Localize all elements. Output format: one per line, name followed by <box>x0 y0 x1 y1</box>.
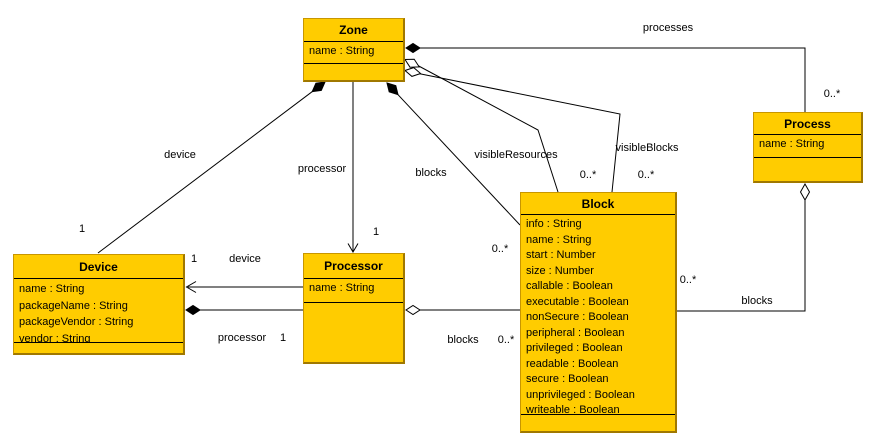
multiplicity-process-blocks: 0..* <box>679 274 697 286</box>
class-processor-operations-empty <box>304 302 403 362</box>
association-device-processor <box>185 304 303 316</box>
attribute: size : Number <box>526 264 594 277</box>
label-zone-device: device <box>164 149 196 161</box>
class-block-title: Block <box>581 196 615 211</box>
multiplicity-processor-device: 1 <box>190 253 198 265</box>
attribute: name : String <box>19 283 85 295</box>
attribute: vendor : String <box>19 332 91 343</box>
open-arrow-icon <box>347 243 359 253</box>
class-block-operations-empty <box>521 414 675 431</box>
label-device-processor: processor <box>217 332 267 344</box>
class-zone[interactable]: Zone name : String <box>303 18 405 82</box>
aggregation-diamond-icon <box>404 58 421 68</box>
association-zone-processes <box>405 42 806 112</box>
label-zone-visibleresources: visibleResources <box>474 149 558 161</box>
multiplicity-zone-processor: 1 <box>372 226 380 238</box>
class-device-title: Device <box>79 259 118 274</box>
label-zone-visibleblocks: visibleBlocks <box>615 142 679 154</box>
multiplicity-device-processor: 1 <box>279 332 287 344</box>
class-processor-title: Processor <box>324 259 383 273</box>
open-arrow-icon <box>185 281 197 293</box>
class-block-attributes: info : String name : String start : Numb… <box>521 214 675 414</box>
class-device-attributes: name : String packageName : String packa… <box>14 278 183 342</box>
class-processor[interactable]: Processor name : String <box>303 253 405 364</box>
class-process-operations-empty <box>754 157 861 181</box>
composition-diamond-icon <box>185 304 201 316</box>
multiplicity-zone-blocks: 0..* <box>491 243 509 255</box>
attribute: packageName : String <box>19 299 128 312</box>
attribute: readable : Boolean <box>526 357 619 370</box>
attribute: info : String <box>526 218 582 230</box>
class-zone-operations-empty <box>304 63 403 80</box>
attribute: packageVendor : String <box>19 316 134 328</box>
label-zone-processes: processes <box>642 22 694 34</box>
label-processor-blocks: blocks <box>447 334 479 346</box>
class-zone-attributes: name : String <box>304 41 403 63</box>
composition-diamond-icon <box>405 42 421 54</box>
association-process-blocks <box>677 182 811 312</box>
association-zone-processor <box>347 82 359 253</box>
label-process-blocks: blocks <box>741 295 773 307</box>
attribute: peripheral : Boolean <box>526 326 625 339</box>
attribute: name : String <box>526 233 592 246</box>
association-processor-device <box>185 281 303 293</box>
label-processor-device: device <box>229 253 261 265</box>
aggregation-diamond-icon <box>404 67 422 77</box>
attribute: nonSecure : Boolean <box>526 311 629 323</box>
class-process[interactable]: Process name : String <box>753 112 863 183</box>
label-zone-blocks: blocks <box>415 167 447 179</box>
class-processor-attributes: name : String <box>304 278 403 302</box>
class-device[interactable]: Device name : String packageName : Strin… <box>13 254 185 355</box>
multiplicity-zone-visibleresources: 0..* <box>579 169 597 181</box>
composition-diamond-icon <box>311 81 326 93</box>
attribute: name : String <box>759 138 825 150</box>
aggregation-diamond-icon <box>405 304 421 316</box>
attribute: start : Number <box>526 249 596 261</box>
attribute: secure : Boolean <box>526 373 609 385</box>
attribute: callable : Boolean <box>526 280 613 292</box>
multiplicity-zone-device: 1 <box>78 223 86 235</box>
multiplicity-processor-blocks: 0..* <box>497 334 515 346</box>
attribute: privileged : Boolean <box>526 342 623 354</box>
label-zone-processor: processor <box>297 163 347 175</box>
attribute: name : String <box>309 282 375 294</box>
class-process-attributes: name : String <box>754 134 861 157</box>
attribute: executable : Boolean <box>526 295 629 308</box>
aggregation-diamond-icon <box>799 182 811 202</box>
class-zone-title: Zone <box>339 23 368 37</box>
class-process-title: Process <box>784 116 831 131</box>
class-block[interactable]: Block info : String name : String start … <box>520 192 677 433</box>
attribute: unprivileged : Boolean <box>526 388 635 401</box>
multiplicity-zone-visibleblocks: 0..* <box>637 169 655 181</box>
composition-diamond-icon <box>386 82 399 96</box>
attribute: name : String <box>309 45 375 57</box>
class-device-operations-empty <box>14 342 183 353</box>
association-processor-blocks <box>405 304 521 316</box>
attribute: writeable : Boolean <box>526 404 620 414</box>
association-zone-device <box>97 81 326 254</box>
multiplicity-zone-processes: 0..* <box>823 88 841 100</box>
